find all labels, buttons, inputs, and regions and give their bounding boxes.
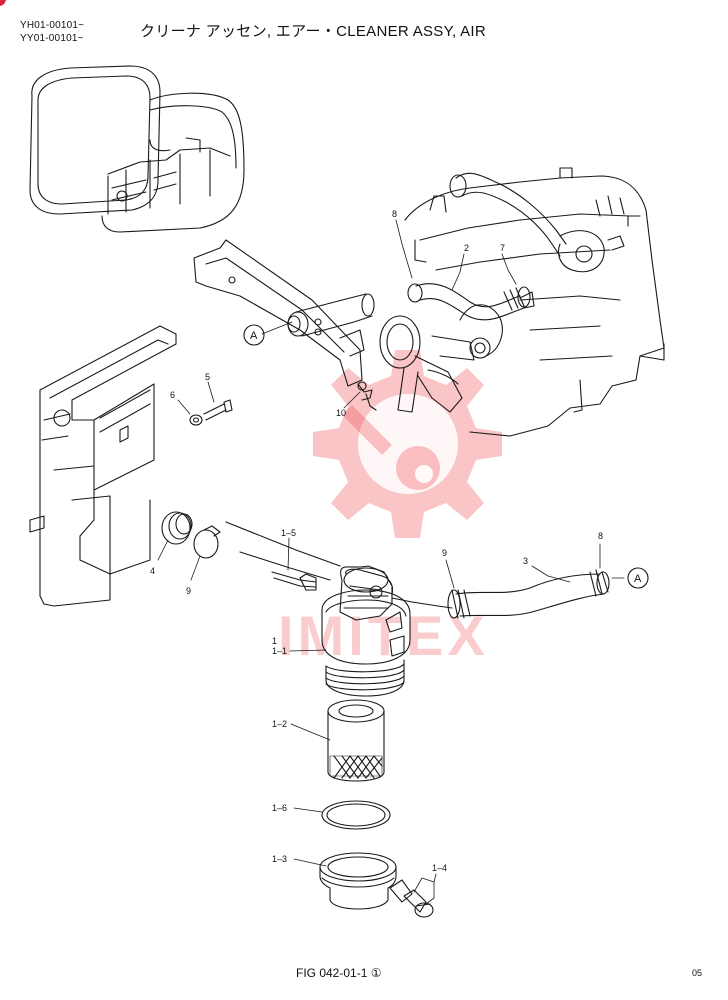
watermark-wrench [342, 405, 440, 490]
nut-6 [189, 414, 203, 426]
pipe-left [287, 293, 375, 337]
bolt-5 [203, 399, 233, 421]
machine-overview-sketch [29, 65, 245, 233]
callout-6: 6 [170, 390, 175, 400]
hose-upper [407, 283, 535, 321]
leader-lines [157, 219, 625, 905]
counterweight-frame [29, 325, 177, 607]
corner-marker [0, 0, 6, 6]
callout-5: 5 [205, 372, 210, 382]
callout-9-right: 9 [442, 548, 447, 558]
callout-9-left: 9 [186, 586, 191, 596]
engine-block [404, 167, 665, 437]
callout-8-top: 8 [392, 209, 397, 219]
clamp-9-left [193, 525, 221, 559]
page-title: クリーナ アッセン, エアー・CLEANER ASSY, AIR [140, 23, 486, 40]
indicator-sensor-1-5 [271, 571, 317, 591]
callout-7: 7 [500, 243, 505, 253]
page-number: 05 [692, 968, 703, 978]
air-cleaner-housing-1-1 [321, 565, 411, 697]
o-ring-1-6 [321, 800, 391, 830]
callout-8-right: 8 [598, 531, 603, 541]
callout-1-2: 1–2 [272, 719, 287, 729]
callout-1-3: 1–3 [272, 854, 287, 864]
ref-circle-a-right [627, 567, 649, 589]
cup-1-3 [319, 852, 397, 910]
turbo-pipe [449, 172, 625, 273]
valve-1-4 [389, 879, 434, 918]
element-1-2 [327, 699, 385, 782]
callout-2: 2 [464, 243, 469, 253]
callout-1-1: 1–1 [272, 646, 287, 656]
mounting-bracket [193, 239, 365, 387]
bolt-10 [357, 381, 377, 411]
figure-label: FIG 042-01-1 ① [296, 966, 382, 980]
callout-3: 3 [523, 556, 528, 566]
collar-4 [161, 511, 193, 545]
serial-range-1: YH01-00101~ [20, 20, 85, 31]
intake-duct [225, 521, 341, 581]
callout-1: 1 [272, 636, 277, 646]
serial-range-2: YY01-00101~ [20, 33, 84, 44]
callout-1-4: 1–4 [432, 863, 447, 873]
callout-10: 10 [336, 408, 346, 418]
ref-label-a-left: A [250, 330, 258, 342]
callout-1-6: 1–6 [272, 803, 287, 813]
inlet-elbow [345, 568, 394, 599]
callout-4: 4 [150, 566, 155, 576]
hose-3 [391, 569, 610, 619]
callout-1-5: 1–5 [281, 528, 296, 538]
engine-fan [379, 315, 475, 413]
ref-label-a-right: A [634, 573, 642, 585]
ref-circle-a-left [243, 324, 265, 346]
